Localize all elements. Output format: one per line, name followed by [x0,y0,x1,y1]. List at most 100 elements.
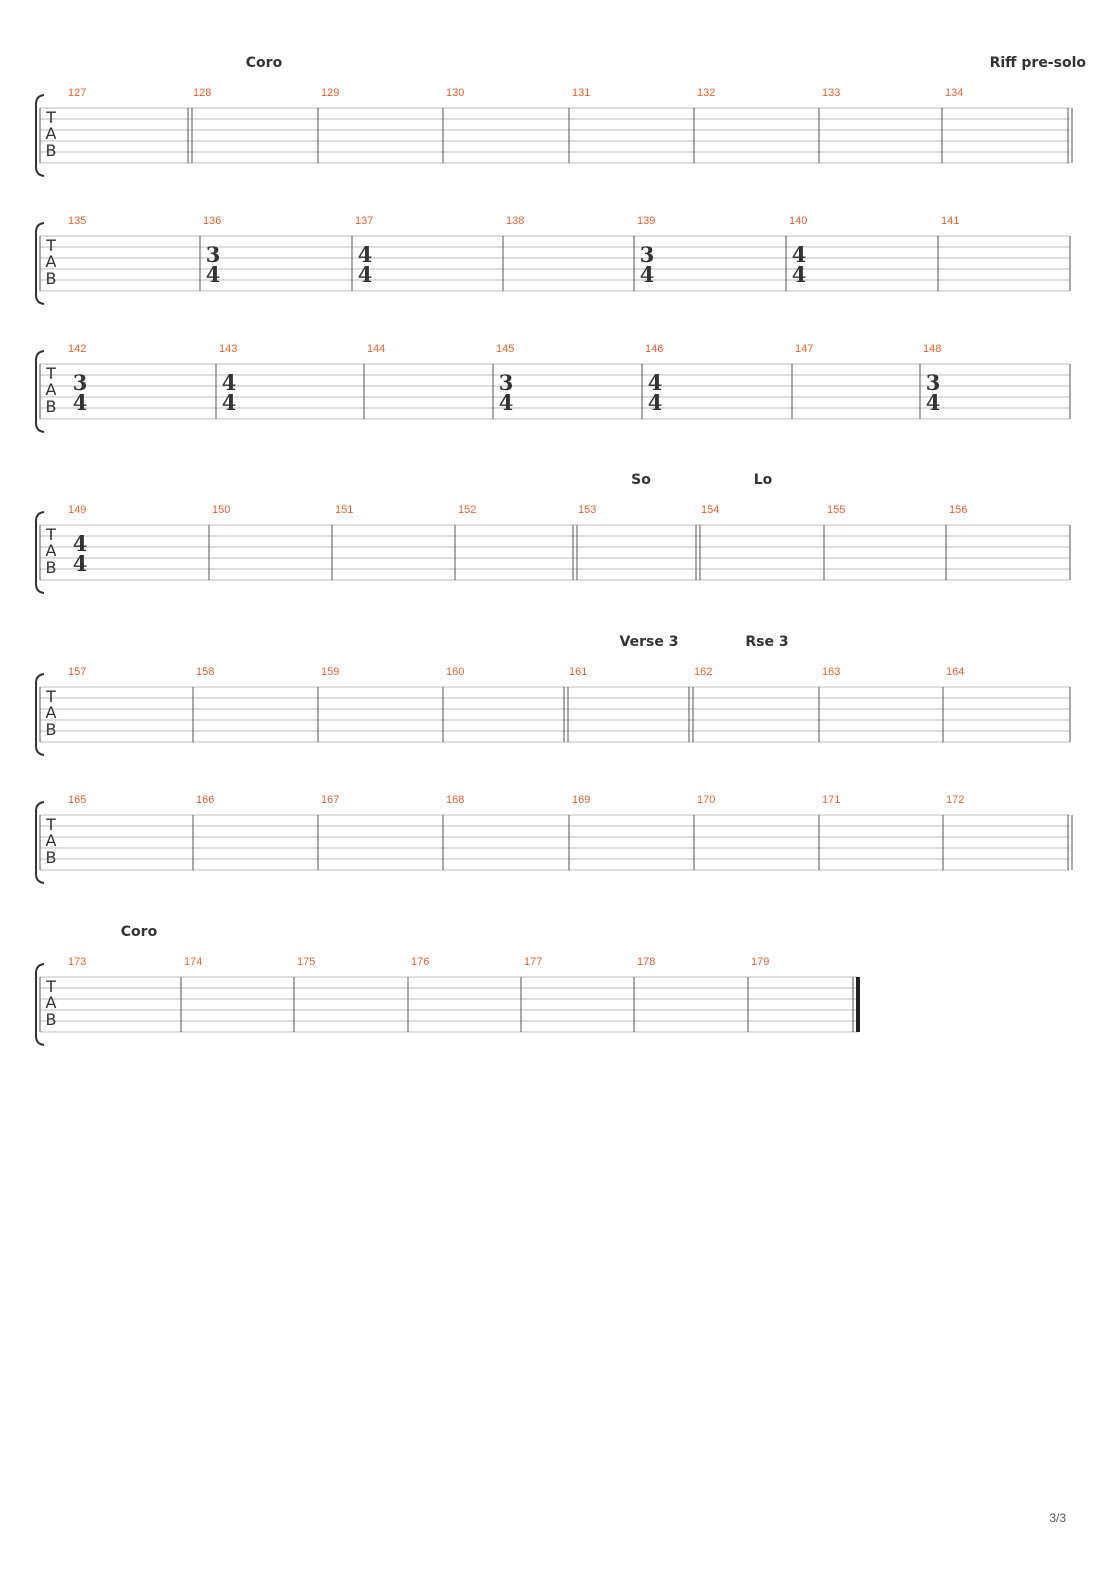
page-number: 3/3 [1049,1511,1066,1525]
time-signature: 44 [792,242,807,287]
measure-number: 148 [923,343,941,355]
measure-number: 127 [68,87,86,99]
time-signature: 44 [358,242,373,287]
measure-number: 150 [212,504,230,516]
system-bracket [35,94,45,177]
time-signature-numerator: 3 [206,242,221,267]
time-signature-denominator: 4 [640,262,655,287]
tab-clef-letter: B [46,269,57,288]
measure-number: 169 [572,794,590,806]
system-bracket [35,222,45,305]
measure-number: 134 [945,87,963,99]
measure-number: 173 [68,956,86,968]
measure-number: 133 [822,87,840,99]
time-signature-denominator: 4 [499,390,514,415]
measure-number: 152 [458,504,476,516]
time-signature: 44 [648,370,663,415]
system-bracket [35,963,45,1046]
tab-clef-letter: B [46,397,57,416]
measure-number: 158 [196,666,214,678]
measure-number: 165 [68,794,86,806]
tab-clef-letter: A [46,703,57,722]
measure-number: 130 [446,87,464,99]
measure-number: 168 [446,794,464,806]
measure-number: 145 [496,343,514,355]
measure-number: 161 [569,666,587,678]
measure-number: 128 [193,87,211,99]
time-signature-numerator: 3 [926,370,941,395]
measure-number: 159 [321,666,339,678]
time-signature-denominator: 4 [206,262,221,287]
tab-clef-letter: B [46,720,57,739]
time-signature-numerator: 4 [358,242,373,267]
tab-clef-letter: T [45,525,56,544]
measure-number: 131 [572,87,590,99]
tab-clef-letter: A [46,831,57,850]
tab-clef-letter: T [45,236,56,255]
tab-clef-letter: B [46,141,57,160]
time-signature-numerator: 4 [222,370,237,395]
section-marker: Coro [246,55,283,71]
measure-number: 156 [949,504,967,516]
time-signature-numerator: 3 [73,370,88,395]
time-signature-denominator: 4 [73,390,88,415]
measure-number: 163 [822,666,840,678]
time-signature-numerator: 3 [640,242,655,267]
measure-number: 172 [946,794,964,806]
measure-number: 146 [645,343,663,355]
system-bracket [35,801,45,884]
time-signature-denominator: 4 [222,390,237,415]
measure-number: 151 [335,504,353,516]
measure-number: 147 [795,343,813,355]
time-signature-numerator: 4 [792,242,807,267]
time-signature-denominator: 4 [73,551,88,576]
time-signature-denominator: 4 [792,262,807,287]
section-marker: Verse 3 [620,634,679,650]
time-signature-numerator: 4 [648,370,663,395]
measure-number: 129 [321,87,339,99]
measure-number: 179 [751,956,769,968]
system-bracket [35,673,45,756]
tab-clef-letter: T [45,687,56,706]
time-signature-denominator: 4 [648,390,663,415]
tab-clef-letter: T [45,364,56,383]
system-bracket [35,511,45,594]
measure-number: 177 [524,956,542,968]
measure-number: 149 [68,504,86,516]
tab-clef-letter: B [46,558,57,577]
tab-clef-letter: B [46,848,57,867]
tab-clef-letter: A [46,993,57,1012]
time-signature: 34 [926,370,941,415]
measure-number: 174 [184,956,202,968]
time-signature-numerator: 3 [499,370,514,395]
final-bar-line-thick [856,977,860,1032]
time-signature-numerator: 4 [73,531,88,556]
measure-number: 139 [637,215,655,227]
tab-clef-letter: T [45,815,56,834]
measure-number: 136 [203,215,221,227]
measure-number: 162 [694,666,712,678]
tab-clef-letter: A [46,541,57,560]
measure-number: 143 [219,343,237,355]
tab-clef-letter: A [46,380,57,399]
measure-number: 178 [637,956,655,968]
measure-number: 155 [827,504,845,516]
measure-number: 175 [297,956,315,968]
measure-number: 164 [946,666,964,678]
measure-number: 171 [822,794,840,806]
measure-number: 167 [321,794,339,806]
tab-clef-letter: A [46,252,57,271]
time-signature: 34 [206,242,221,287]
measure-number: 153 [578,504,596,516]
tab-clef-letter: B [46,1010,57,1029]
measure-number: 141 [941,215,959,227]
